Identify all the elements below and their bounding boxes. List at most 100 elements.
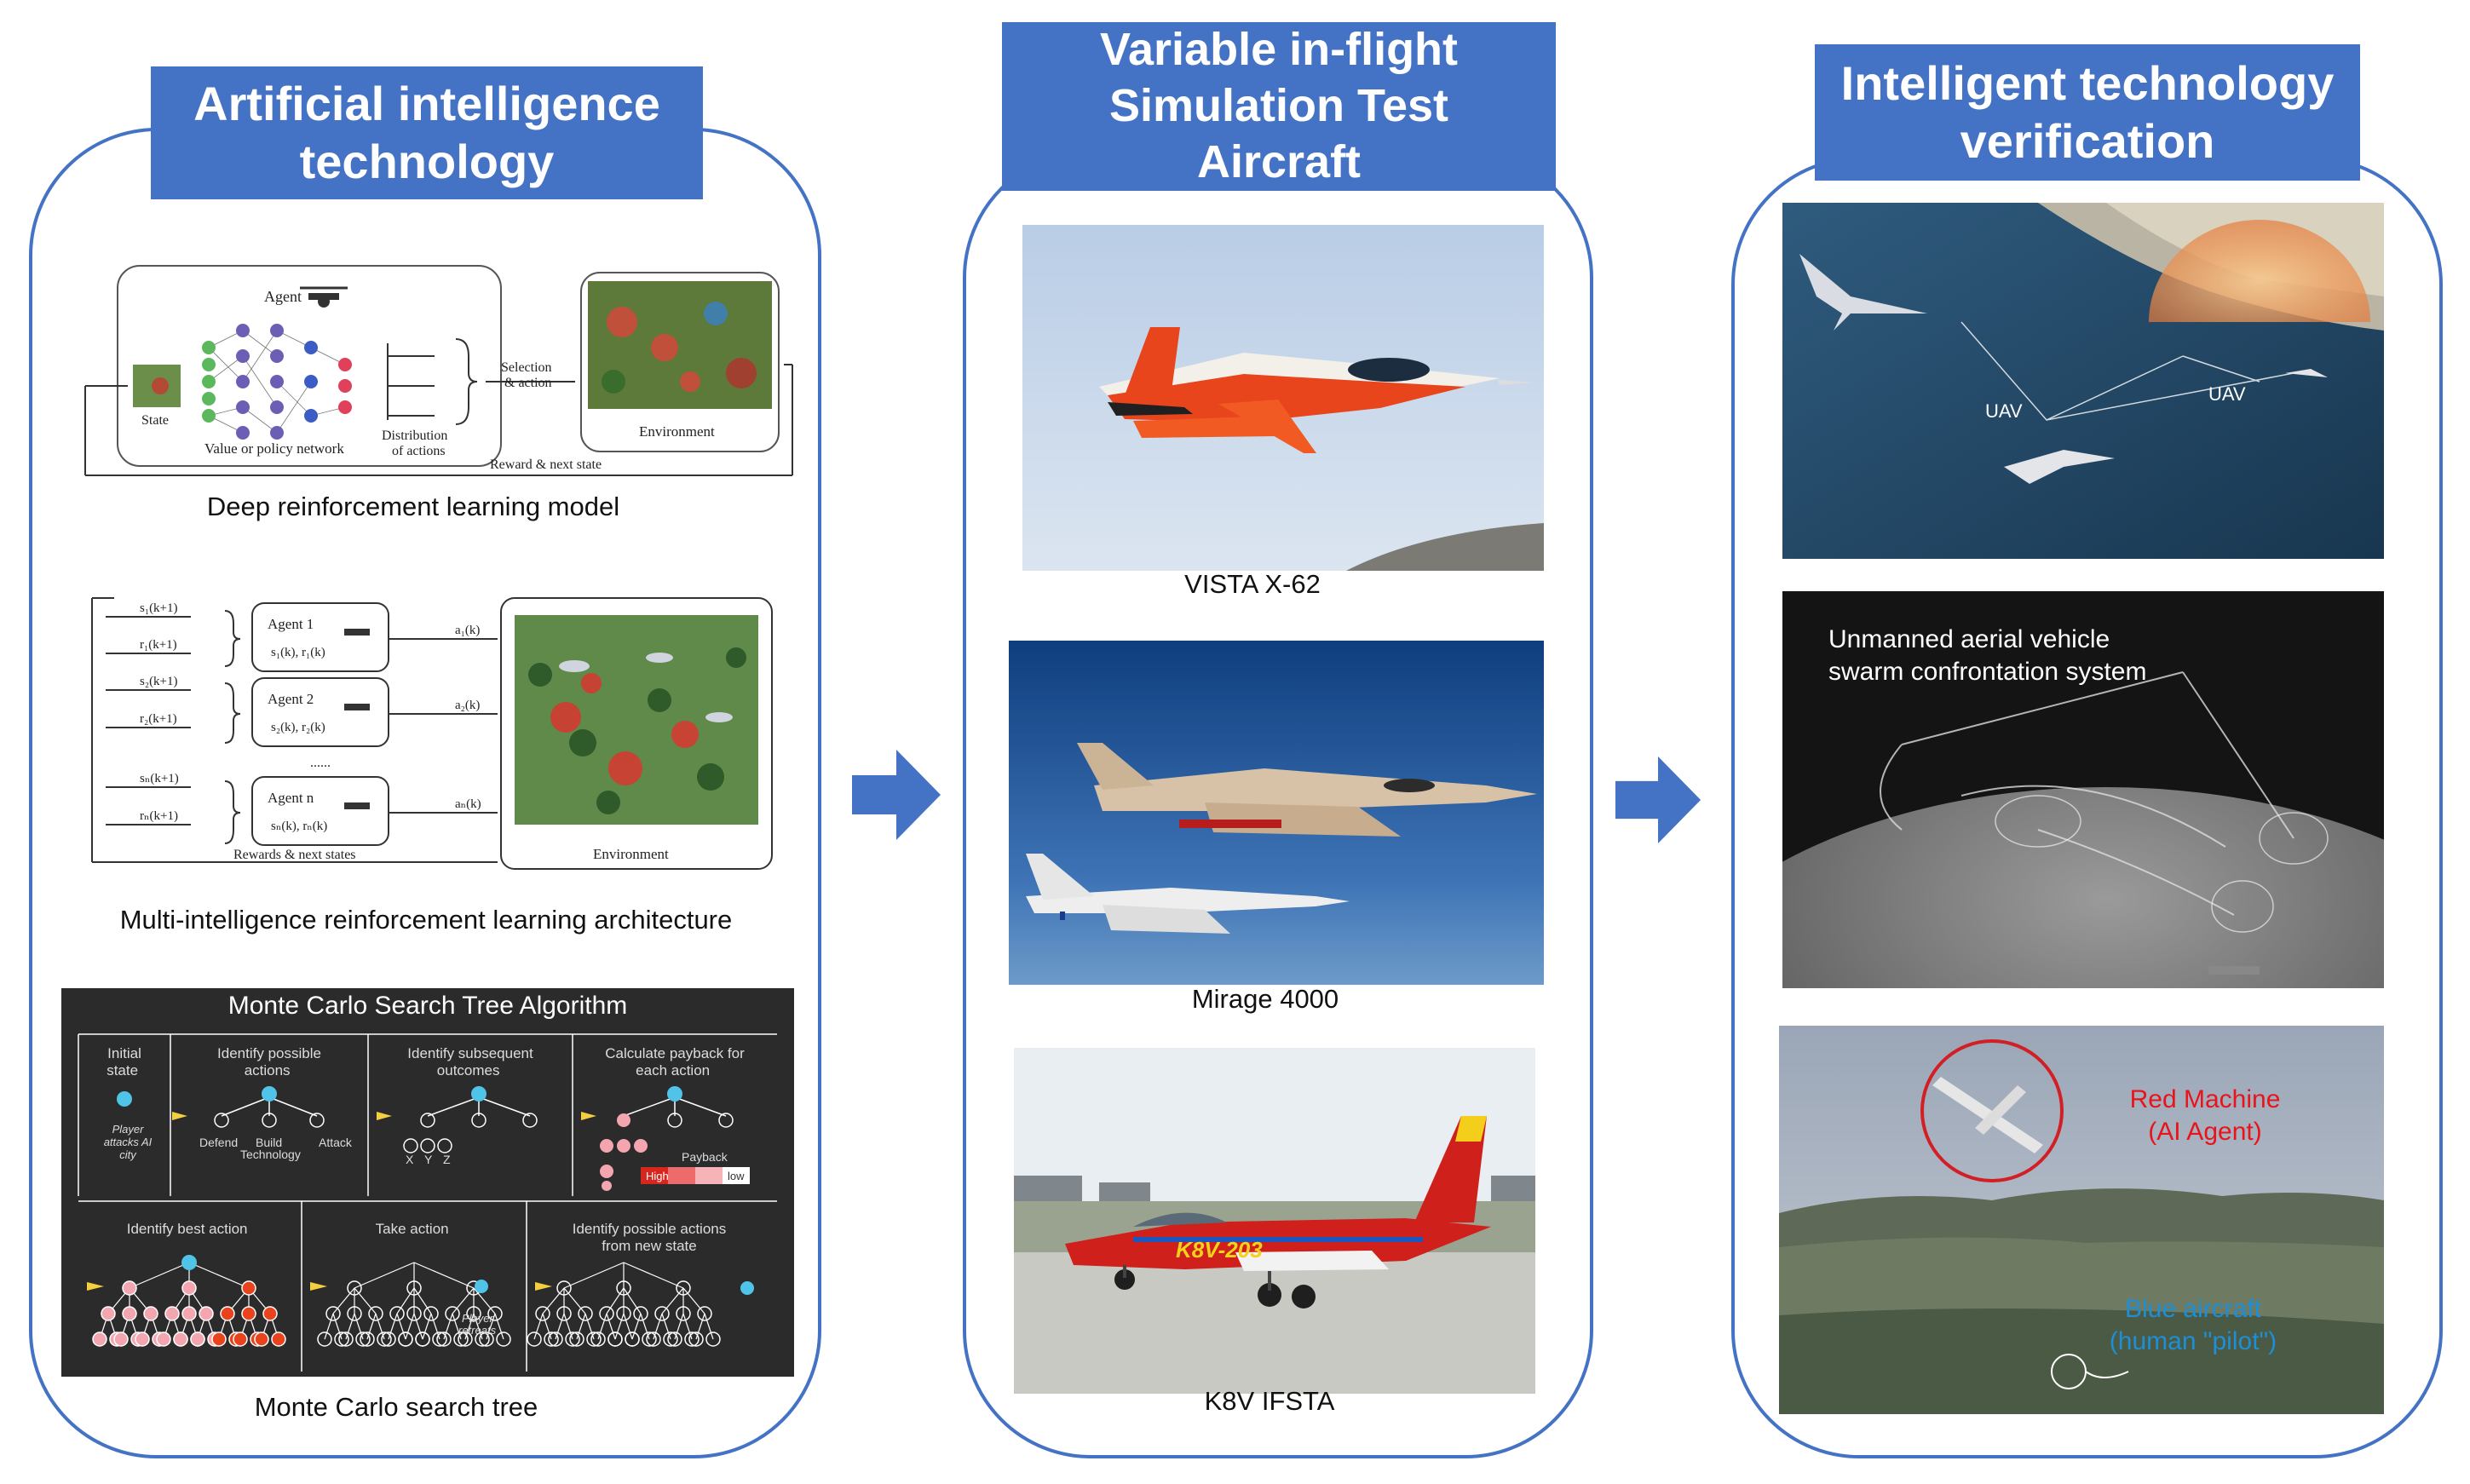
mcts-tree-node (143, 1306, 158, 1321)
mcts-tree-node (211, 1332, 227, 1347)
mcts-tree-node (544, 1332, 559, 1347)
mcts-tree-edge (563, 1287, 586, 1314)
mcts-tree-node (616, 1280, 631, 1296)
marl-agent-1: Agent 1 (268, 616, 314, 632)
mcts-tree-node (122, 1306, 137, 1321)
mcts-tree-node (475, 1332, 490, 1347)
mcts-tree-node (190, 1332, 205, 1347)
mcts-tree-node (355, 1332, 371, 1347)
mcts-tree-node (334, 1332, 349, 1347)
air-combat-photo: Red Machine(AI Agent) Blue aircraft (huma… (1779, 1026, 2384, 1414)
red-machine-line1: Red Machine (2130, 1085, 2281, 1113)
mcts-tree-node (423, 1306, 439, 1321)
mcts-tree-node (254, 1332, 269, 1347)
marl-agent-io-labels: s₁(k), r₁(k)s₂(k), r₂(k)sₙ(k), rₙ(k)a₁(k… (271, 624, 481, 833)
mcts-tree-node (220, 1306, 235, 1321)
mcts-tree-node (199, 1306, 214, 1321)
red-machine-label: Red Machine(AI Agent) (2130, 1085, 2281, 1146)
mcts-tree-node (122, 1280, 137, 1296)
mcts-tree-edge (413, 1262, 475, 1289)
drl-network-label: Value or policy network (204, 440, 344, 457)
mcts-tree-node (453, 1332, 469, 1347)
mcts-tree-node (663, 1332, 678, 1347)
mcts-tree-node (548, 1332, 563, 1347)
mcts-tree-node (676, 1306, 691, 1321)
mcts-tree-node (607, 1332, 623, 1347)
mcts-low-label: low (728, 1170, 745, 1182)
flow-arrow-2 (1615, 756, 1701, 843)
mcts-caption: Monte Carlo search tree (254, 1392, 538, 1422)
mcts-tree-node (262, 1306, 278, 1321)
mcts-tree-node (164, 1306, 180, 1321)
flow-arrow-1 (852, 750, 941, 840)
mcts-tree-node (599, 1306, 614, 1321)
mcts-tree-node (406, 1280, 422, 1296)
mcts-tree-node (697, 1306, 712, 1321)
mcts-high-label: High (646, 1170, 669, 1182)
mcts-tree-node (135, 1332, 150, 1347)
mcts-tree-edge (422, 1313, 432, 1340)
mcts-tree-edge (129, 1262, 190, 1289)
marl-ellipsis: ...... (310, 756, 331, 770)
mcts-tree-edge (413, 1313, 423, 1340)
marl-agent-n: Agent n (268, 790, 314, 806)
k8v-tail-code: K8V-203 (1176, 1237, 1263, 1263)
mcts-tree-node (527, 1332, 542, 1347)
marl-rewards-label: Rewards & next states (233, 848, 356, 862)
mcts-tree-edge (188, 1262, 250, 1289)
mcts-tree-edge (606, 1287, 625, 1314)
swarm-label-line2: swarm confrontation system (1828, 658, 2146, 686)
mcts-tree-edge (533, 1313, 544, 1340)
mcts-tree-edge (623, 1287, 642, 1314)
mcts-tree-node (338, 1332, 354, 1347)
mcts-tree-node (565, 1332, 580, 1347)
mcts-tree-node (705, 1332, 721, 1347)
mcts-tree-edge (631, 1313, 642, 1340)
mcts-tree-node (92, 1332, 107, 1347)
mcts-tree-edge (606, 1313, 616, 1340)
mcts-tree-node (389, 1306, 405, 1321)
marl-state-labels: s₁(k+1)r₁(k+1)s₂(k+1)r₂(k+1)sₙ(k+1)rₙ(k+… (140, 601, 179, 823)
drl-selection-line1: Selection (501, 360, 552, 375)
mcts-tree-edge (332, 1287, 355, 1314)
mcts-tree-edge (354, 1262, 415, 1289)
aircraft-panel-title: Variable in-flight Simulation Test Aircr… (1002, 22, 1556, 191)
mcts-diagram: Monte Carlo Search Tree Algorithm Initia… (61, 988, 794, 1377)
mcts-tree-edge (682, 1287, 705, 1314)
mcts-tree-node (646, 1332, 661, 1347)
mcts-tree-node (556, 1280, 572, 1296)
mcts-tree-node (625, 1332, 640, 1347)
mcts-tree-node (241, 1280, 256, 1296)
mirage-4000-photo (1009, 641, 1544, 985)
mcts-tree-node (377, 1332, 392, 1347)
mcts-tree-edge (354, 1287, 377, 1314)
mcts-tree-node (101, 1306, 116, 1321)
mcts-tree-edge (563, 1262, 625, 1289)
mcts-tree-node (458, 1332, 473, 1347)
marl-environment-label: Environment (593, 846, 669, 862)
mcts-tree-node (181, 1280, 197, 1296)
mcts-tree-node (381, 1332, 396, 1347)
blue-aircraft-line2: (human "pilot") (2110, 1327, 2277, 1355)
mcts-tree-node (317, 1332, 332, 1347)
mcts-payback-label: Payback (682, 1150, 728, 1164)
mirage-4000-caption: Mirage 4000 (1191, 984, 1339, 1014)
vista-x62-photo (1022, 225, 1544, 571)
mcts-tree-node (156, 1332, 171, 1347)
mcts-tree-node (415, 1332, 430, 1347)
mcts-tree-node (654, 1306, 670, 1321)
drl-distribution-line2: of actions (392, 444, 446, 458)
mcts-tree-edge (623, 1262, 684, 1289)
blue-aircraft-line1: Blue aircraft (2125, 1295, 2262, 1323)
blue-aircraft-label: Blue aircraft (human "pilot") (2110, 1295, 2277, 1355)
mcts-tree-node (684, 1332, 700, 1347)
mcts-tree-node (173, 1332, 188, 1347)
uav-label-2: UAV (2208, 383, 2246, 405)
mcts-tree-node (642, 1332, 657, 1347)
mcts-tree-node (496, 1332, 511, 1347)
